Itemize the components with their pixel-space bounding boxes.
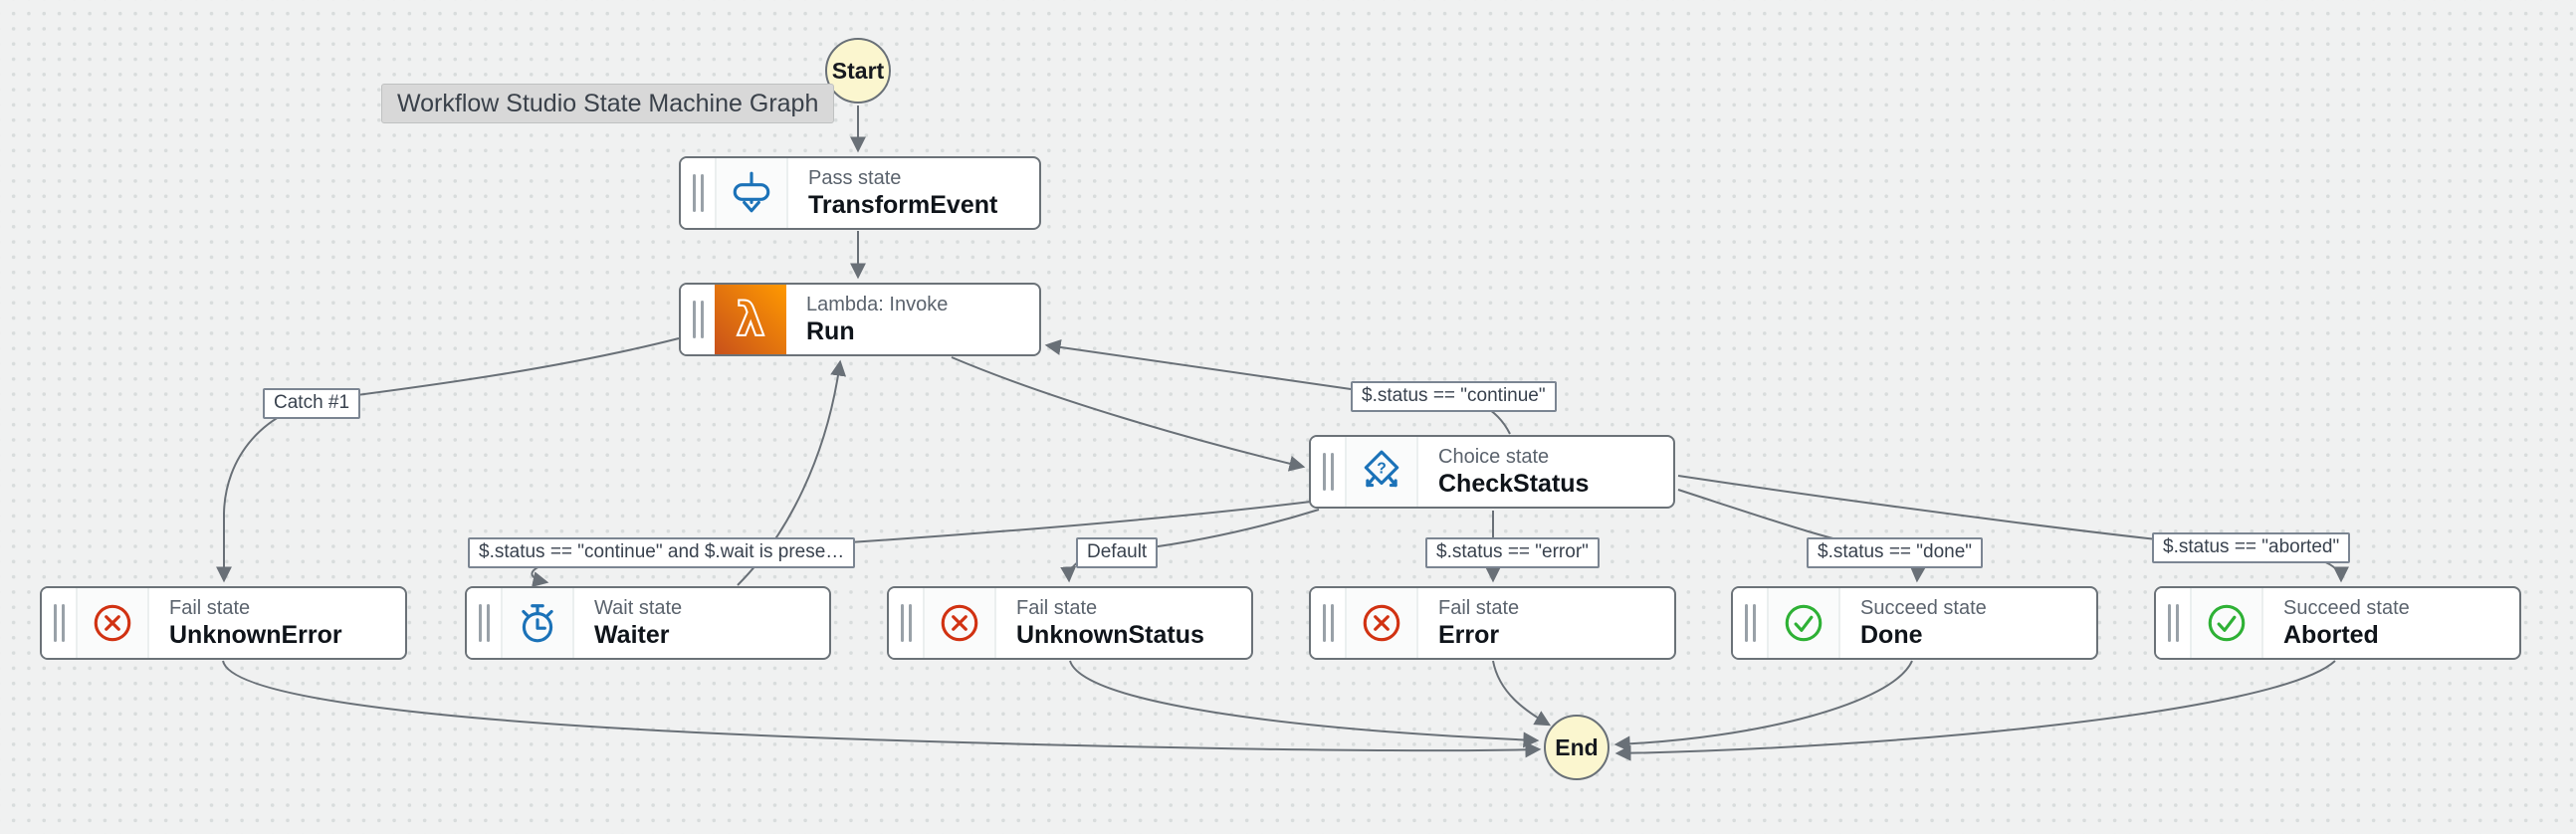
- drag-handle[interactable]: [681, 285, 715, 354]
- state-node-done[interactable]: Succeed state Done: [1731, 586, 2098, 660]
- state-type-label: Choice state: [1438, 445, 1550, 468]
- edge-label-status-done: $.status == "done": [1807, 537, 1984, 568]
- lambda-icon: λ: [715, 285, 786, 354]
- state-name: UnknownStatus: [1016, 620, 1204, 649]
- state-name: Done: [1860, 620, 1923, 649]
- edge-aborted-to-end: [1614, 660, 2336, 761]
- state-name: Run: [806, 316, 855, 345]
- svg-text:λ: λ: [736, 293, 764, 346]
- state-name: Aborted: [2283, 620, 2379, 649]
- choice-icon: ?: [1345, 437, 1418, 507]
- edge-unknownstatus-to-end: [1069, 660, 1540, 748]
- drag-handle[interactable]: [1733, 588, 1767, 658]
- state-name: UnknownError: [169, 620, 342, 649]
- state-type-label: Wait state: [594, 596, 683, 619]
- state-type-label: Fail state: [1016, 596, 1098, 619]
- end-terminal: End: [1544, 715, 1610, 780]
- edge-label-default: Default: [1076, 537, 1159, 568]
- edge-label-status-error: $.status == "error": [1425, 537, 1600, 568]
- state-type-label: Fail state: [169, 596, 251, 619]
- edge-label-catch-1: Catch #1: [263, 388, 361, 419]
- drag-handle[interactable]: [1311, 437, 1345, 507]
- fail-icon: [76, 588, 149, 658]
- state-type-label: Succeed state: [2283, 596, 2410, 619]
- drag-handle[interactable]: [1311, 588, 1345, 658]
- succeed-icon: [1767, 588, 1840, 658]
- edge-label-status-continue: $.status == "continue": [1351, 381, 1557, 412]
- state-name: CheckStatus: [1438, 469, 1590, 498]
- fail-icon: [923, 588, 996, 658]
- state-node-aborted[interactable]: Succeed state Aborted: [2154, 586, 2521, 660]
- state-type-label: Lambda: Invoke: [806, 293, 949, 315]
- state-type-label: Pass state: [808, 166, 902, 189]
- edge-run-to-checkstatus: [951, 356, 1306, 472]
- state-node-checkstatus[interactable]: ? Choice state CheckStatus: [1309, 435, 1675, 509]
- end-label: End: [1555, 733, 1599, 760]
- graph-tooltip: Workflow Studio State Machine Graph: [381, 84, 835, 123]
- svg-text:?: ?: [1377, 461, 1387, 478]
- state-node-unknownerror[interactable]: Fail state UnknownError: [40, 586, 407, 660]
- drag-handle[interactable]: [2156, 588, 2190, 658]
- state-type-label: Succeed state: [1860, 596, 1987, 619]
- state-name: Error: [1438, 620, 1500, 649]
- drag-handle[interactable]: [889, 588, 923, 658]
- start-terminal: Start: [825, 38, 891, 104]
- drag-handle[interactable]: [42, 588, 76, 658]
- drag-handle[interactable]: [467, 588, 501, 658]
- pass-icon: [715, 158, 788, 228]
- wait-icon: [501, 588, 574, 658]
- edge-checkstatus-to-aborted: [1677, 475, 2349, 583]
- state-node-waiter[interactable]: Wait state Waiter: [465, 586, 831, 660]
- edge-label-status-aborted: $.status == "aborted": [2152, 532, 2351, 563]
- state-name: TransformEvent: [808, 190, 998, 219]
- state-node-error[interactable]: Fail state Error: [1309, 586, 1676, 660]
- state-type-label: Fail state: [1438, 596, 1520, 619]
- edge-label-status-continue-wait: $.status == "continue" and $.wait is pre…: [468, 537, 856, 568]
- edge-error-to-end: [1492, 660, 1552, 727]
- drag-handle[interactable]: [681, 158, 715, 228]
- state-node-transformevent[interactable]: Pass state TransformEvent: [679, 156, 1041, 230]
- state-node-run[interactable]: λ Lambda: Invoke Run: [679, 283, 1041, 356]
- succeed-icon: [2190, 588, 2263, 658]
- edge-unknownerror-to-end: [222, 660, 1542, 758]
- state-node-unknownstatus[interactable]: Fail state UnknownStatus: [887, 586, 1253, 660]
- start-label: Start: [831, 57, 885, 84]
- fail-icon: [1345, 588, 1418, 658]
- state-name: Waiter: [594, 620, 670, 649]
- edge-done-to-end: [1613, 660, 1913, 752]
